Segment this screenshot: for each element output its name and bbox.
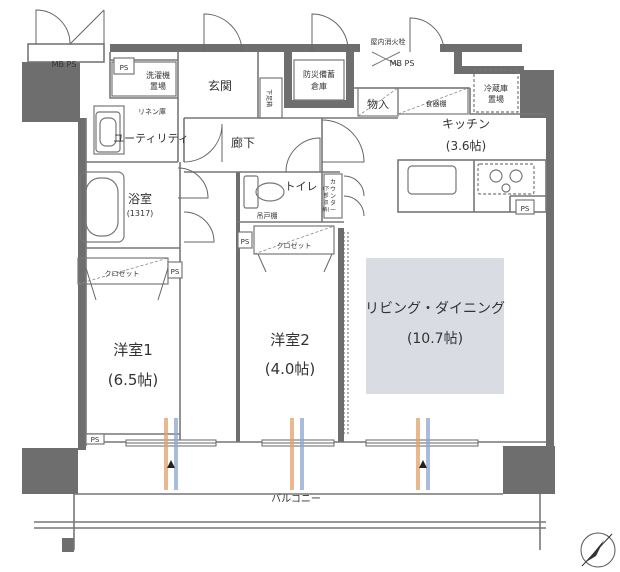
storage-hanging: 吊戸棚 xyxy=(257,211,278,220)
room-name-western1: 洋室1 xyxy=(113,341,153,359)
storage-linen: リネン庫 xyxy=(138,107,166,116)
toilet-icon xyxy=(243,175,285,209)
shaft-mbps-left: MB PS xyxy=(52,60,77,69)
room-name-kitchen: キッチン xyxy=(442,117,490,131)
shaft-ps: PS xyxy=(521,205,530,213)
room-name-corridor: 廊下 xyxy=(231,135,255,150)
counter-char: カ xyxy=(330,179,336,186)
shaft-ps: PS xyxy=(91,436,100,444)
storage-washer-line1: 洗濯機 xyxy=(146,70,170,80)
counter-char: ウ xyxy=(330,185,336,193)
counter-char: タ xyxy=(330,199,336,207)
room-name-bath: 浴室 xyxy=(128,191,152,206)
storage-washer-line2: 置場 xyxy=(150,81,166,91)
counter-char: 納) xyxy=(323,206,330,213)
room-size-kitchen: (3.6帖) xyxy=(446,138,486,153)
airflow-arrows xyxy=(164,418,430,490)
room-size-western1: (6.5帖) xyxy=(108,371,159,389)
room-name-entrance: 玄関 xyxy=(208,78,232,93)
closet-diagonals xyxy=(77,87,469,285)
storage-fridge-line2: 置場 xyxy=(488,94,504,104)
hydrant-box xyxy=(371,51,401,67)
counter-char: 部 xyxy=(323,192,328,199)
room-name-living: リビング・ダイニング xyxy=(365,301,505,317)
living-dining-area xyxy=(366,258,504,394)
storage-monoire: 物入 xyxy=(367,97,389,111)
room-size-bath: (1317) xyxy=(127,209,154,218)
stove-icon xyxy=(477,163,535,195)
sink-icon xyxy=(407,165,457,195)
room-size-western2: (4.0帖) xyxy=(265,360,316,378)
room-name-western2: 洋室2 xyxy=(270,331,310,349)
storage-hydrant: 屋内消火栓 xyxy=(371,37,406,46)
storage-disaster-line2: 倉庫 xyxy=(311,81,327,91)
room-name-toilet: トイレ xyxy=(285,180,318,193)
shaft-ps: PS xyxy=(120,64,129,72)
storage-dish: 食器棚 xyxy=(426,99,447,108)
counter-char: ー xyxy=(330,207,336,214)
shaft-ps: PS xyxy=(241,238,250,246)
room-size-living: (10.7帖) xyxy=(407,331,463,347)
compass-icon xyxy=(580,532,616,568)
arrow-up-icon xyxy=(167,460,427,468)
counter-label: カ ウ ン タ ー (下 部 収 納) xyxy=(323,179,336,214)
balcony-windows xyxy=(125,439,479,447)
counter-char: ン xyxy=(330,193,336,200)
storage-closet-1: クロゼット xyxy=(105,269,140,278)
storage-disaster-line1: 防災備蓄 xyxy=(303,69,335,79)
storage-closet-2: クロゼット xyxy=(277,241,312,250)
washbasin-icon xyxy=(95,111,121,153)
shafts xyxy=(85,57,535,445)
shaft-ps: PS xyxy=(171,268,180,276)
shaft-mbps-right: MB PS xyxy=(390,59,415,68)
room-name-balcony: バルコニー xyxy=(271,493,321,505)
room-name-utility: ユーティリティ xyxy=(113,132,189,145)
doors xyxy=(35,9,445,436)
counter-char: (下 xyxy=(323,186,330,192)
bathtub-icon xyxy=(79,171,125,243)
storage-fridge-line1: 冷蔵庫 xyxy=(484,83,508,93)
counter-char: 収 xyxy=(323,199,328,206)
storage-shoe: 下足箱 xyxy=(265,89,273,107)
